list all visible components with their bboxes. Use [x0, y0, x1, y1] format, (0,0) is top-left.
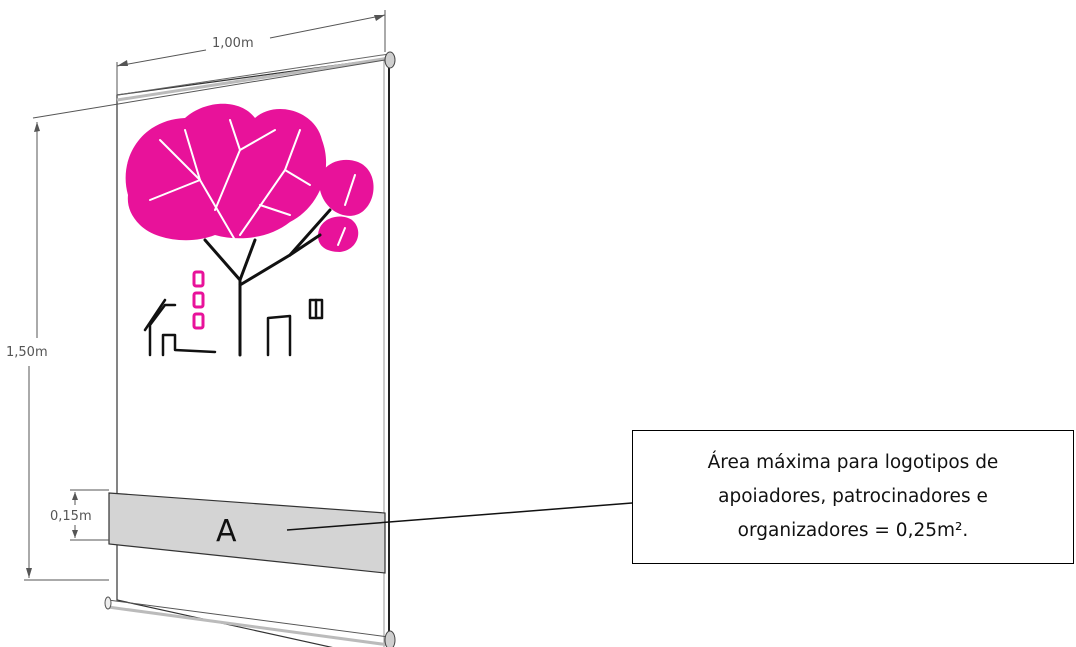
height-label: 1,50m	[6, 345, 48, 360]
width-label: 1,00m	[212, 36, 254, 51]
logo-area-band	[108, 492, 386, 574]
band-label: 0,15m	[50, 509, 92, 524]
area-note-text: Área máxima para logotipos de apoiadores…	[707, 452, 999, 541]
area-letter: A	[216, 514, 237, 549]
leader-line	[286, 502, 633, 531]
bottom-rod-icon	[104, 596, 396, 647]
tree-illustration-icon	[125, 103, 374, 357]
width-dimension	[116, 10, 386, 95]
chimney-icon	[192, 270, 205, 330]
band-dimension	[70, 489, 109, 541]
house-illustration-icon	[143, 298, 324, 357]
area-note-box: Área máxima para logotipos de apoiadores…	[632, 430, 1074, 564]
height-dimension	[24, 59, 386, 581]
top-rod-icon	[116, 51, 396, 102]
